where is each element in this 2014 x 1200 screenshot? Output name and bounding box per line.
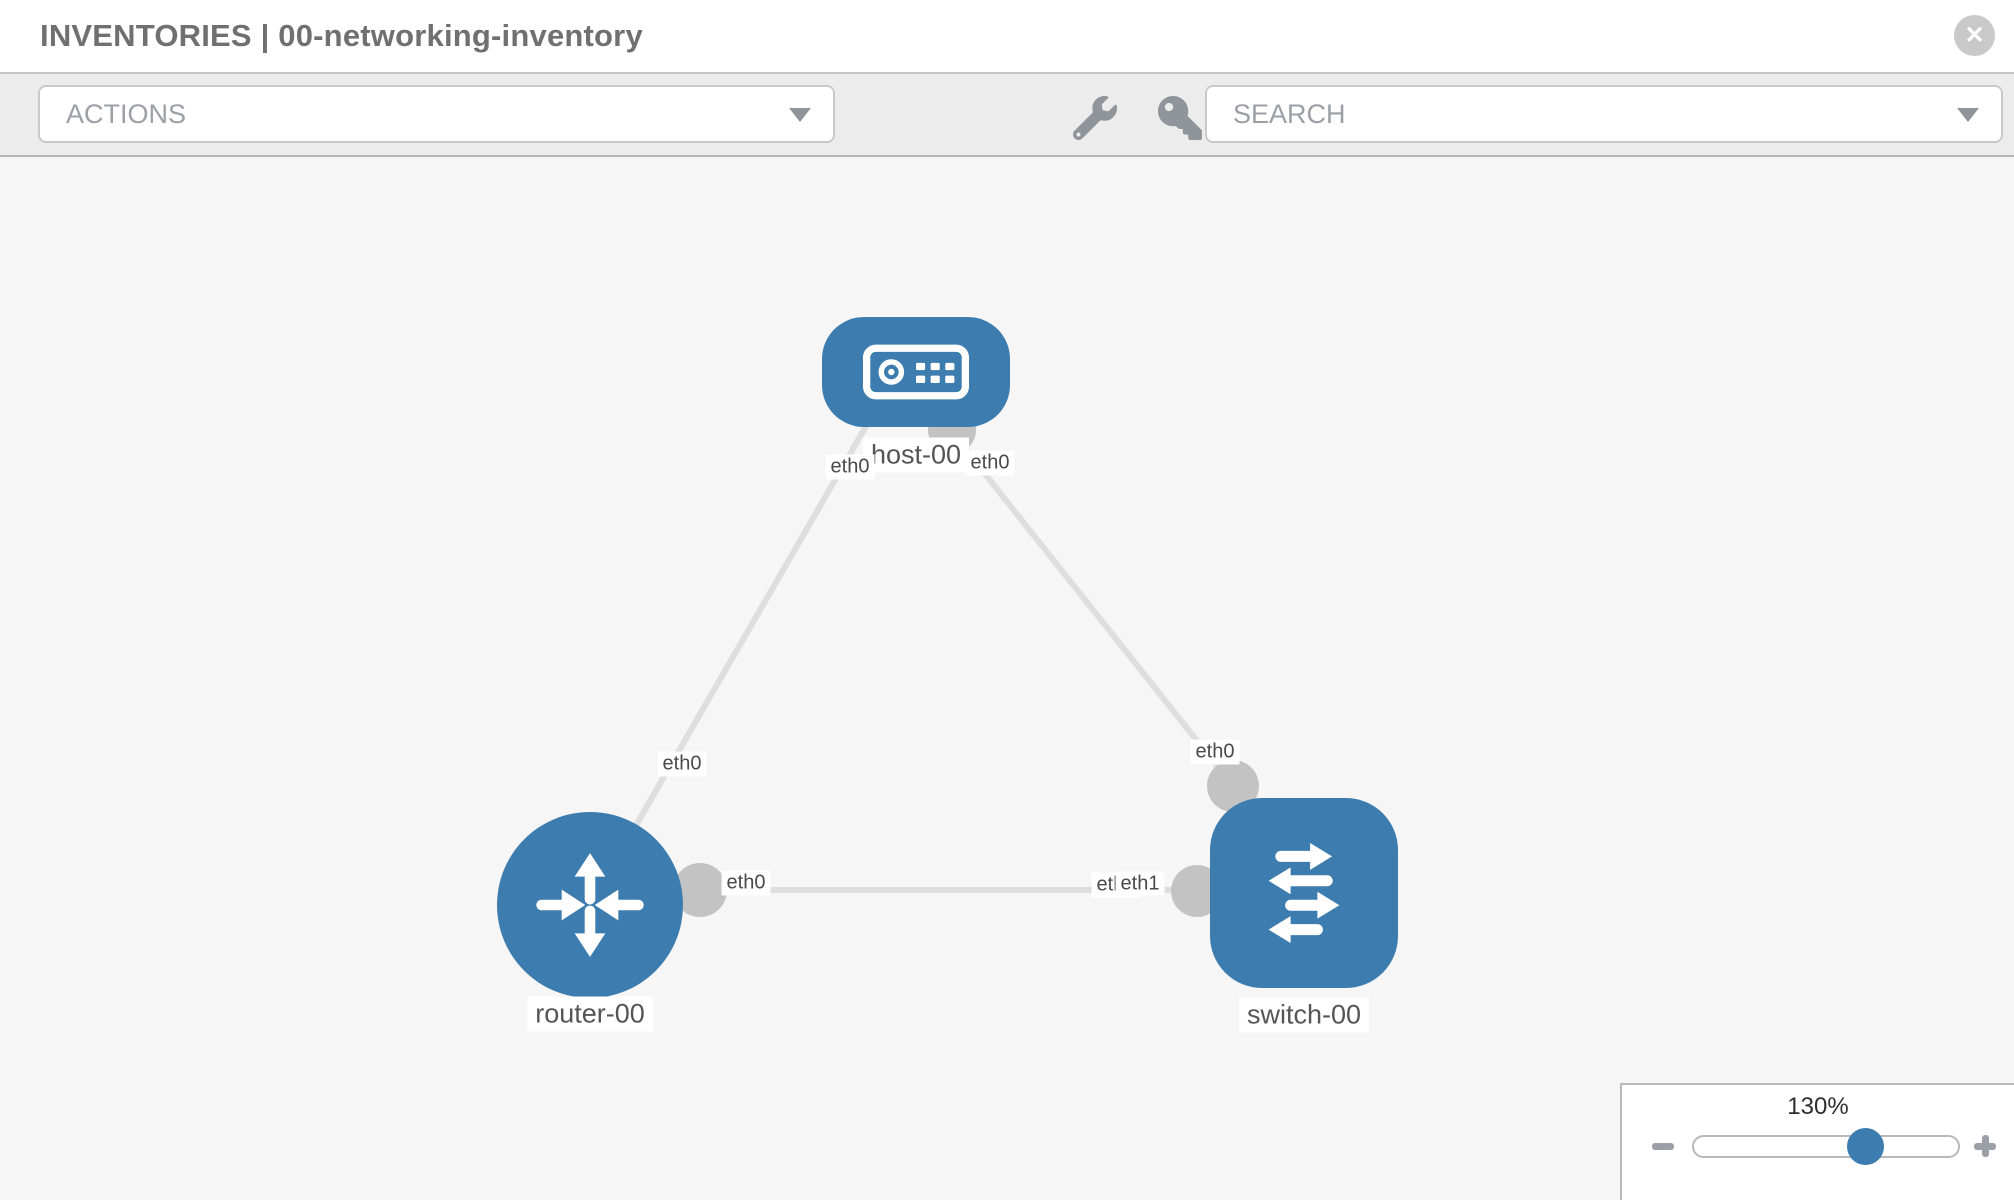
wrench-icon-glyph xyxy=(1073,96,1117,140)
close-icon[interactable]: ✕ xyxy=(1954,15,1995,56)
zoom-panel: 130% xyxy=(1620,1083,2014,1200)
node-router-00[interactable] xyxy=(497,812,683,998)
port-label-host-to-router: eth0 xyxy=(825,454,875,480)
topology-edges-layer xyxy=(587,400,1259,917)
port-label-switch-to-host: eth0 xyxy=(1190,739,1240,765)
node-label-host: host-00 xyxy=(862,437,970,473)
toolbar: ACTIONS SEARCH xyxy=(0,72,2014,157)
switch-icon xyxy=(1268,842,1340,944)
node-label-switch: switch-00 xyxy=(1238,997,1370,1033)
node-switch-00[interactable] xyxy=(1210,798,1398,988)
node-host-00[interactable] xyxy=(822,317,1010,427)
zoom-in-icon[interactable] xyxy=(1970,1131,2000,1161)
key-icon[interactable] xyxy=(1155,93,1205,143)
node-label-router: router-00 xyxy=(527,996,653,1032)
topology-canvas[interactable]: host-00 router-00 switch-00 eth0 eth0 et… xyxy=(0,157,2014,1200)
zoom-slider-track[interactable] xyxy=(1692,1135,1960,1158)
header-bar: INVENTORIES | 00-networking-inventory ✕ xyxy=(0,0,2014,72)
edge-host-switch[interactable] xyxy=(947,428,1236,788)
port-label-switch-to-router: eth1 xyxy=(1115,871,1165,896)
router-icon xyxy=(536,853,644,957)
page-title: INVENTORIES | 00-networking-inventory xyxy=(40,18,643,53)
plus-vbar xyxy=(1981,1135,1989,1157)
search-dropdown[interactable]: SEARCH xyxy=(1205,85,2003,143)
search-dropdown-value: SEARCH xyxy=(1233,98,1346,129)
zoom-out-icon[interactable] xyxy=(1648,1131,1678,1161)
port-connector-switch-top xyxy=(1207,760,1259,812)
key-icon-glyph xyxy=(1158,96,1202,140)
port-connector-router xyxy=(673,863,727,917)
port-label-router-to-switch: eth0 xyxy=(721,870,771,896)
chevron-down-icon xyxy=(1957,108,1979,122)
port-label-switch-to-router-group: eth0 eth1 xyxy=(1091,871,1165,898)
port-label-router-to-host: eth0 xyxy=(657,751,707,777)
actions-dropdown[interactable]: ACTIONS xyxy=(38,85,835,143)
minus-bar xyxy=(1652,1143,1674,1150)
chevron-down-icon xyxy=(789,108,811,122)
wrench-icon[interactable] xyxy=(1070,93,1120,143)
zoom-slider-thumb[interactable] xyxy=(1847,1128,1884,1165)
actions-dropdown-value: ACTIONS xyxy=(66,98,187,129)
edge-host-router[interactable] xyxy=(587,400,883,907)
host-device-icon xyxy=(862,344,970,400)
port-label-host-to-switch: eth0 xyxy=(965,450,1015,476)
zoom-level: 130% xyxy=(1787,1093,1849,1120)
